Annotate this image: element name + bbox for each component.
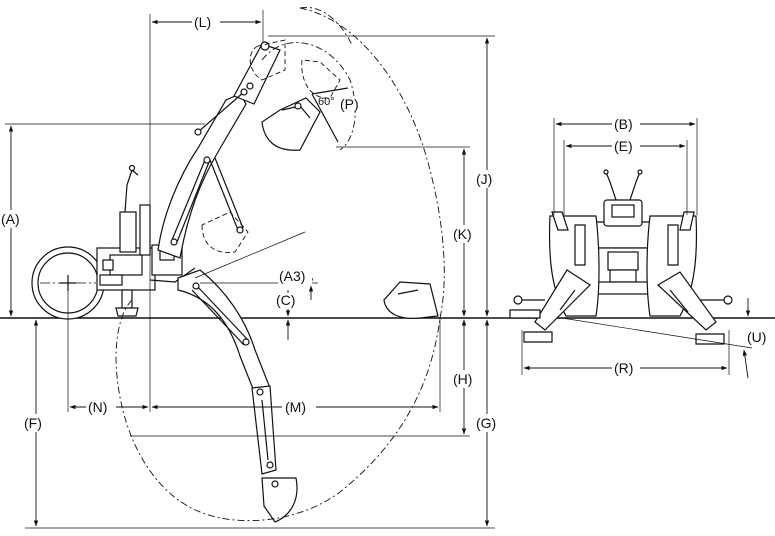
label-N: (N) [88,399,107,415]
label-C: (C) [276,292,295,308]
dimension-labels: (A) (A3) (B) (C) (E) (F) (G) (H) (J) (K)… [0,14,774,432]
raised-boom-arm [157,39,341,259]
label-L: (L) [194,14,211,30]
label-K: (K) [453,226,472,242]
label-H: (H) [453,371,472,387]
label-A: (A) [1,211,20,227]
label-P: (P) [340,96,359,112]
label-R: (R) [614,360,633,376]
label-G: (G) [476,415,496,431]
side-view-extension-lines [5,10,495,529]
label-J: (J) [476,171,492,187]
label-U: (U) [747,329,766,345]
label-B: (B) [614,116,633,132]
lowered-boom-arm [177,269,439,523]
tractor-rear-view [509,169,733,345]
label-F: (F) [24,415,42,431]
label-A3: (A3) [279,268,305,284]
label-M: (M) [285,399,306,415]
digging-envelope [115,7,445,522]
label-E: (E) [614,138,633,154]
angle-label: 60° [318,96,335,108]
